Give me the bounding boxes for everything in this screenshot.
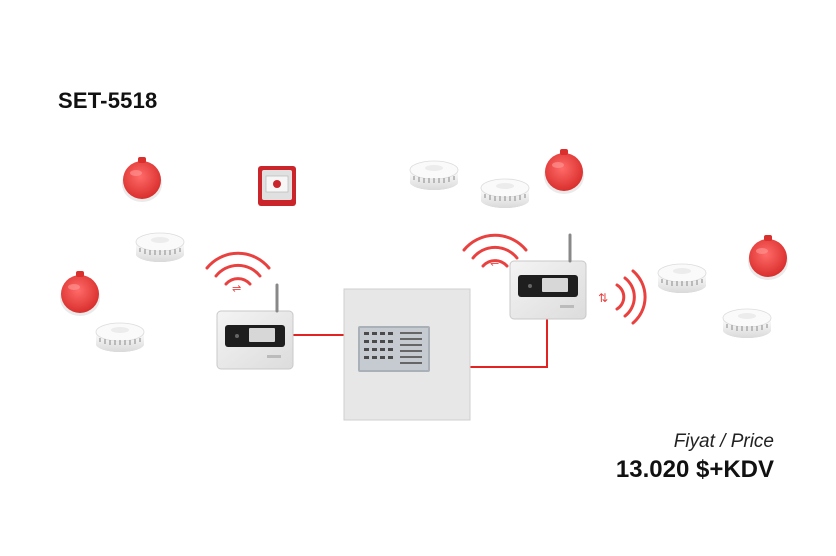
smoke-detector-icon	[722, 308, 772, 339]
siren-icon	[748, 235, 788, 280]
price-label: Fiyat / Price	[673, 431, 774, 452]
control-panel-icon	[343, 288, 471, 421]
smoke-detector-icon	[409, 160, 459, 191]
wireless-repeater-icon	[215, 283, 295, 371]
svg-text:⇅: ⇅	[598, 291, 608, 305]
svg-text:⇌: ⇌	[490, 256, 499, 269]
siren-icon	[544, 149, 584, 194]
smoke-detector-icon	[95, 322, 145, 353]
wireless-signal-icon	[615, 269, 647, 325]
svg-text:⇌: ⇌	[232, 282, 241, 295]
siren-icon	[60, 271, 100, 316]
smoke-detector-icon	[657, 263, 707, 294]
smoke-detector-icon	[480, 178, 530, 209]
wiring	[292, 318, 548, 368]
product-code: SET-5518	[58, 88, 158, 113]
manual-call-point-icon	[258, 166, 296, 206]
wireless-signal-icon	[205, 251, 271, 286]
siren-icon	[122, 157, 162, 202]
price-value: 13.020 $+KDV	[615, 456, 774, 483]
wireless-repeater-icon	[508, 233, 588, 321]
smoke-detector-icon	[135, 232, 185, 263]
